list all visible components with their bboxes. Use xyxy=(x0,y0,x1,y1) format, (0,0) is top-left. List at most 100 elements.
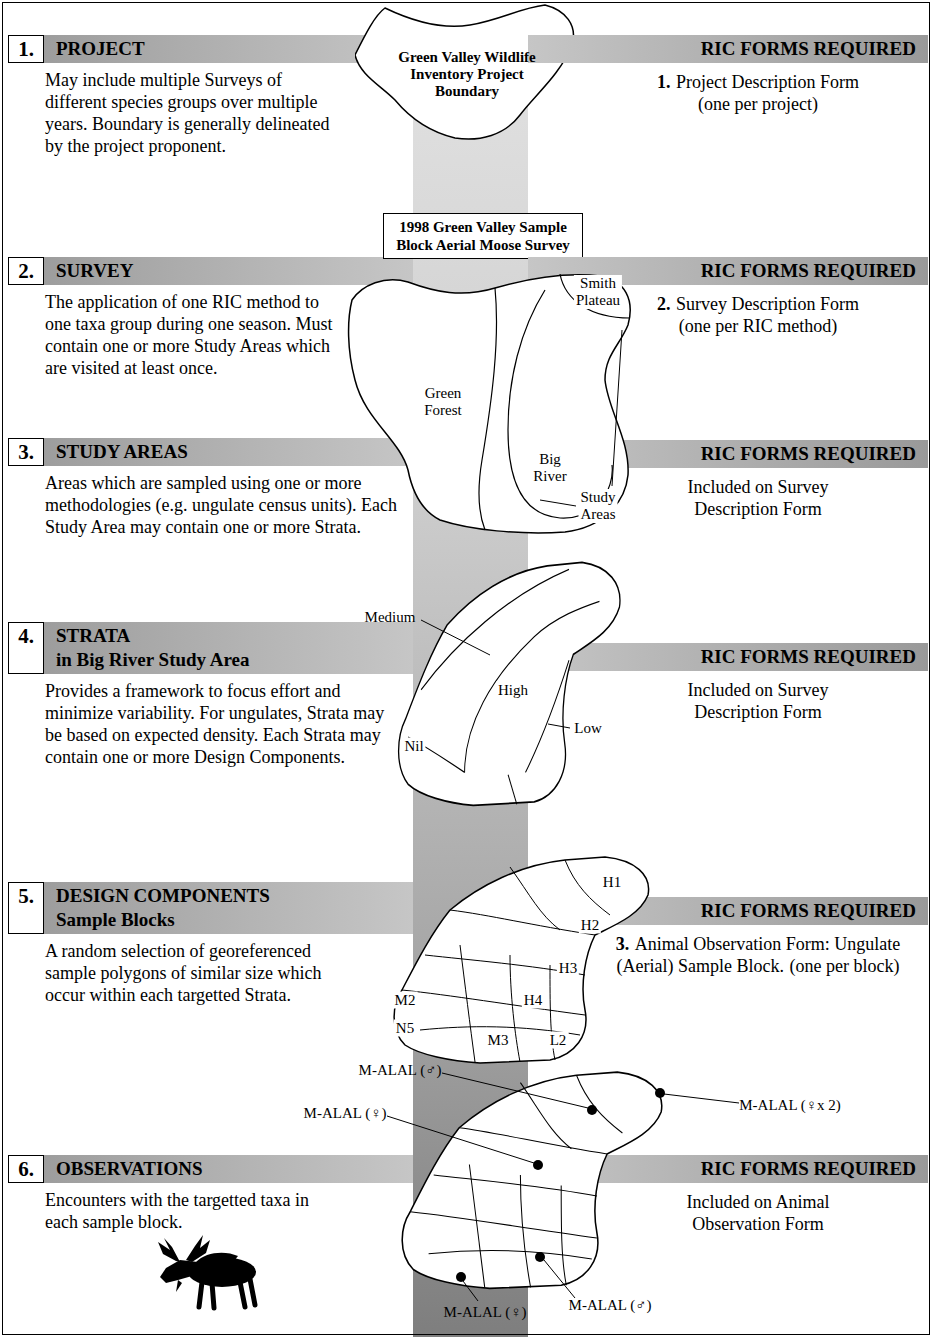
section-subtitle: Sample Blocks xyxy=(56,908,270,932)
map-label: Low xyxy=(572,720,604,737)
leader-lines xyxy=(387,1073,739,1301)
map-label: M2 xyxy=(393,992,418,1009)
header-band: RIC FORMS REQUIRED xyxy=(528,35,928,63)
title-column: DESIGN COMPONENTSSample Blocks xyxy=(44,882,270,934)
form-entry: 2.Survey Description Form xyxy=(578,293,932,315)
section-number: 5. xyxy=(8,882,44,934)
forms-list: Included on Survey Description Form xyxy=(658,476,858,520)
header-band: 2. SURVEY xyxy=(8,257,413,285)
section-title: STRATA xyxy=(56,624,250,648)
forms-list: Included on Survey Description Form xyxy=(658,679,858,723)
section-number: 1. xyxy=(8,35,44,63)
form-number: 2. xyxy=(657,294,671,314)
section-header: 1.PROJECT May include multiple Surveys of… xyxy=(8,35,413,157)
form-name: Project Description Form xyxy=(676,72,859,92)
map-label: H2 xyxy=(579,917,601,934)
header-band: 6. OBSERVATIONS xyxy=(8,1155,413,1183)
forms-panel: RIC FORMS REQUIRED Included on Survey Des… xyxy=(528,643,928,723)
map-label: H4 xyxy=(522,992,544,1009)
form-count: (one per block) xyxy=(789,956,899,976)
section-title: OBSERVATIONS xyxy=(56,1157,202,1181)
title-column: OBSERVATIONS xyxy=(44,1155,202,1183)
project-boundary: Green Valley Wildlife Inventory Project … xyxy=(355,4,579,144)
forms-list: Included on Animal Observation Form xyxy=(658,1191,858,1235)
forms-list: 1.Project Description Form(one per proje… xyxy=(578,71,932,115)
sample-block-map xyxy=(394,857,648,1063)
map-label: M-ALAL (♀) xyxy=(442,1304,529,1321)
survey-name: 1998 Green Valley Sample Block Aerial Mo… xyxy=(388,218,578,254)
form-number: 1. xyxy=(657,72,671,92)
section-description: May include multiple Surveys of differen… xyxy=(45,69,345,157)
forms-heading: RIC FORMS REQUIRED xyxy=(701,260,916,281)
moose-silhouette xyxy=(158,1235,256,1308)
map-label: L2 xyxy=(548,1032,569,1049)
forms-note: Included on Survey Description Form xyxy=(658,679,858,723)
map-label: M-ALAL (♂) xyxy=(357,1062,444,1079)
forms-list: 2.Survey Description Form(one per RIC me… xyxy=(578,293,932,337)
form-number: 3. xyxy=(616,934,630,954)
map-label: M-ALAL (♂) xyxy=(567,1297,654,1314)
form-entry: 1.Project Description Form xyxy=(578,71,932,93)
header-band: 1.PROJECT xyxy=(8,35,413,63)
section-header: 4.STRATAin Big River Study AreaProvides … xyxy=(8,622,413,768)
survey-box: 1998 Green Valley Sample Block Aerial Mo… xyxy=(383,213,583,259)
section-description: A random selection of georeferenced samp… xyxy=(45,940,345,1006)
section-description: Areas which are sampled using one or mor… xyxy=(45,472,405,538)
header-band: 4.STRATAin Big River Study Area xyxy=(8,622,413,674)
form-name: Survey Description Form xyxy=(676,294,859,314)
map-label: Nil xyxy=(402,738,425,755)
header-band: RIC FORMS REQUIRED xyxy=(528,643,928,671)
section-header: 5.DESIGN COMPONENTSSample BlocksA random… xyxy=(8,882,413,1006)
section-description: Provides a framework to focus effort and… xyxy=(45,680,390,768)
map-label: M-ALAL (♀x 2) xyxy=(737,1097,843,1114)
forms-panel: RIC FORMS REQUIRED 1.Project Description … xyxy=(528,35,928,115)
header-band: 5.DESIGN COMPONENTSSample Blocks xyxy=(8,882,413,934)
map-label: M3 xyxy=(486,1032,511,1049)
forms-heading: RIC FORMS REQUIRED xyxy=(701,900,916,921)
forms-heading: RIC FORMS REQUIRED xyxy=(701,1158,916,1179)
section-subtitle: in Big River Study Area xyxy=(56,648,250,672)
map-label: N5 xyxy=(394,1020,416,1037)
map-label: Smith Plateau xyxy=(574,275,622,309)
boundary-text-area: Green Valley Wildlife Inventory Project … xyxy=(355,4,579,144)
forms-note: Included on Survey Description Form xyxy=(658,476,858,520)
forms-list: 3.Animal Observation Form: Ungulate (Aer… xyxy=(593,933,923,977)
section-title: SURVEY xyxy=(56,259,133,283)
study-area-map xyxy=(349,274,631,533)
observation-map xyxy=(402,1072,662,1288)
title-column: STUDY AREAS xyxy=(44,438,188,466)
page-border xyxy=(3,3,930,1335)
section-number: 3. xyxy=(8,438,44,466)
title-column: SURVEY xyxy=(44,257,133,285)
section-header: 6. OBSERVATIONS Encounters with the target… xyxy=(8,1155,413,1233)
section-title: STUDY AREAS xyxy=(56,440,188,464)
map-label: H3 xyxy=(557,960,579,977)
section-description: Encounters with the targetted taxa in ea… xyxy=(45,1189,340,1233)
section-description: The application of one RIC method to one… xyxy=(45,291,345,379)
strata-map xyxy=(399,562,620,805)
map-label: High xyxy=(496,682,530,699)
header-band: 3. STUDY AREAS xyxy=(8,438,413,466)
observation-dots xyxy=(456,1088,665,1282)
title-column: PROJECT xyxy=(44,35,145,63)
map-label: M-ALAL (♀) xyxy=(302,1105,389,1122)
forms-heading: RIC FORMS REQUIRED xyxy=(701,646,916,667)
map-label: H1 xyxy=(601,874,623,891)
section-number: 6. xyxy=(8,1155,44,1183)
section-number: 4. xyxy=(8,622,44,674)
forms-heading: RIC FORMS REQUIRED xyxy=(701,443,916,464)
section-title: DESIGN COMPONENTS xyxy=(56,884,270,908)
section-number: 2. xyxy=(8,257,44,285)
map-label: Medium xyxy=(363,609,418,626)
map-label: Big River xyxy=(531,451,568,485)
form-count: (one per project) xyxy=(578,93,932,115)
forms-heading: RIC FORMS REQUIRED xyxy=(701,38,916,59)
boundary-path xyxy=(355,5,573,139)
boundary-name: Green Valley Wildlife Inventory Project … xyxy=(397,49,537,100)
section-header: 3. STUDY AREAS Areas which are sampled usi… xyxy=(8,438,413,538)
title-column: STRATAin Big River Study Area xyxy=(44,622,250,674)
form-count: (one per RIC method) xyxy=(578,315,932,337)
map-label: Study Areas xyxy=(578,489,617,523)
form-entry: 3.Animal Observation Form: Ungulate (Aer… xyxy=(593,933,923,977)
